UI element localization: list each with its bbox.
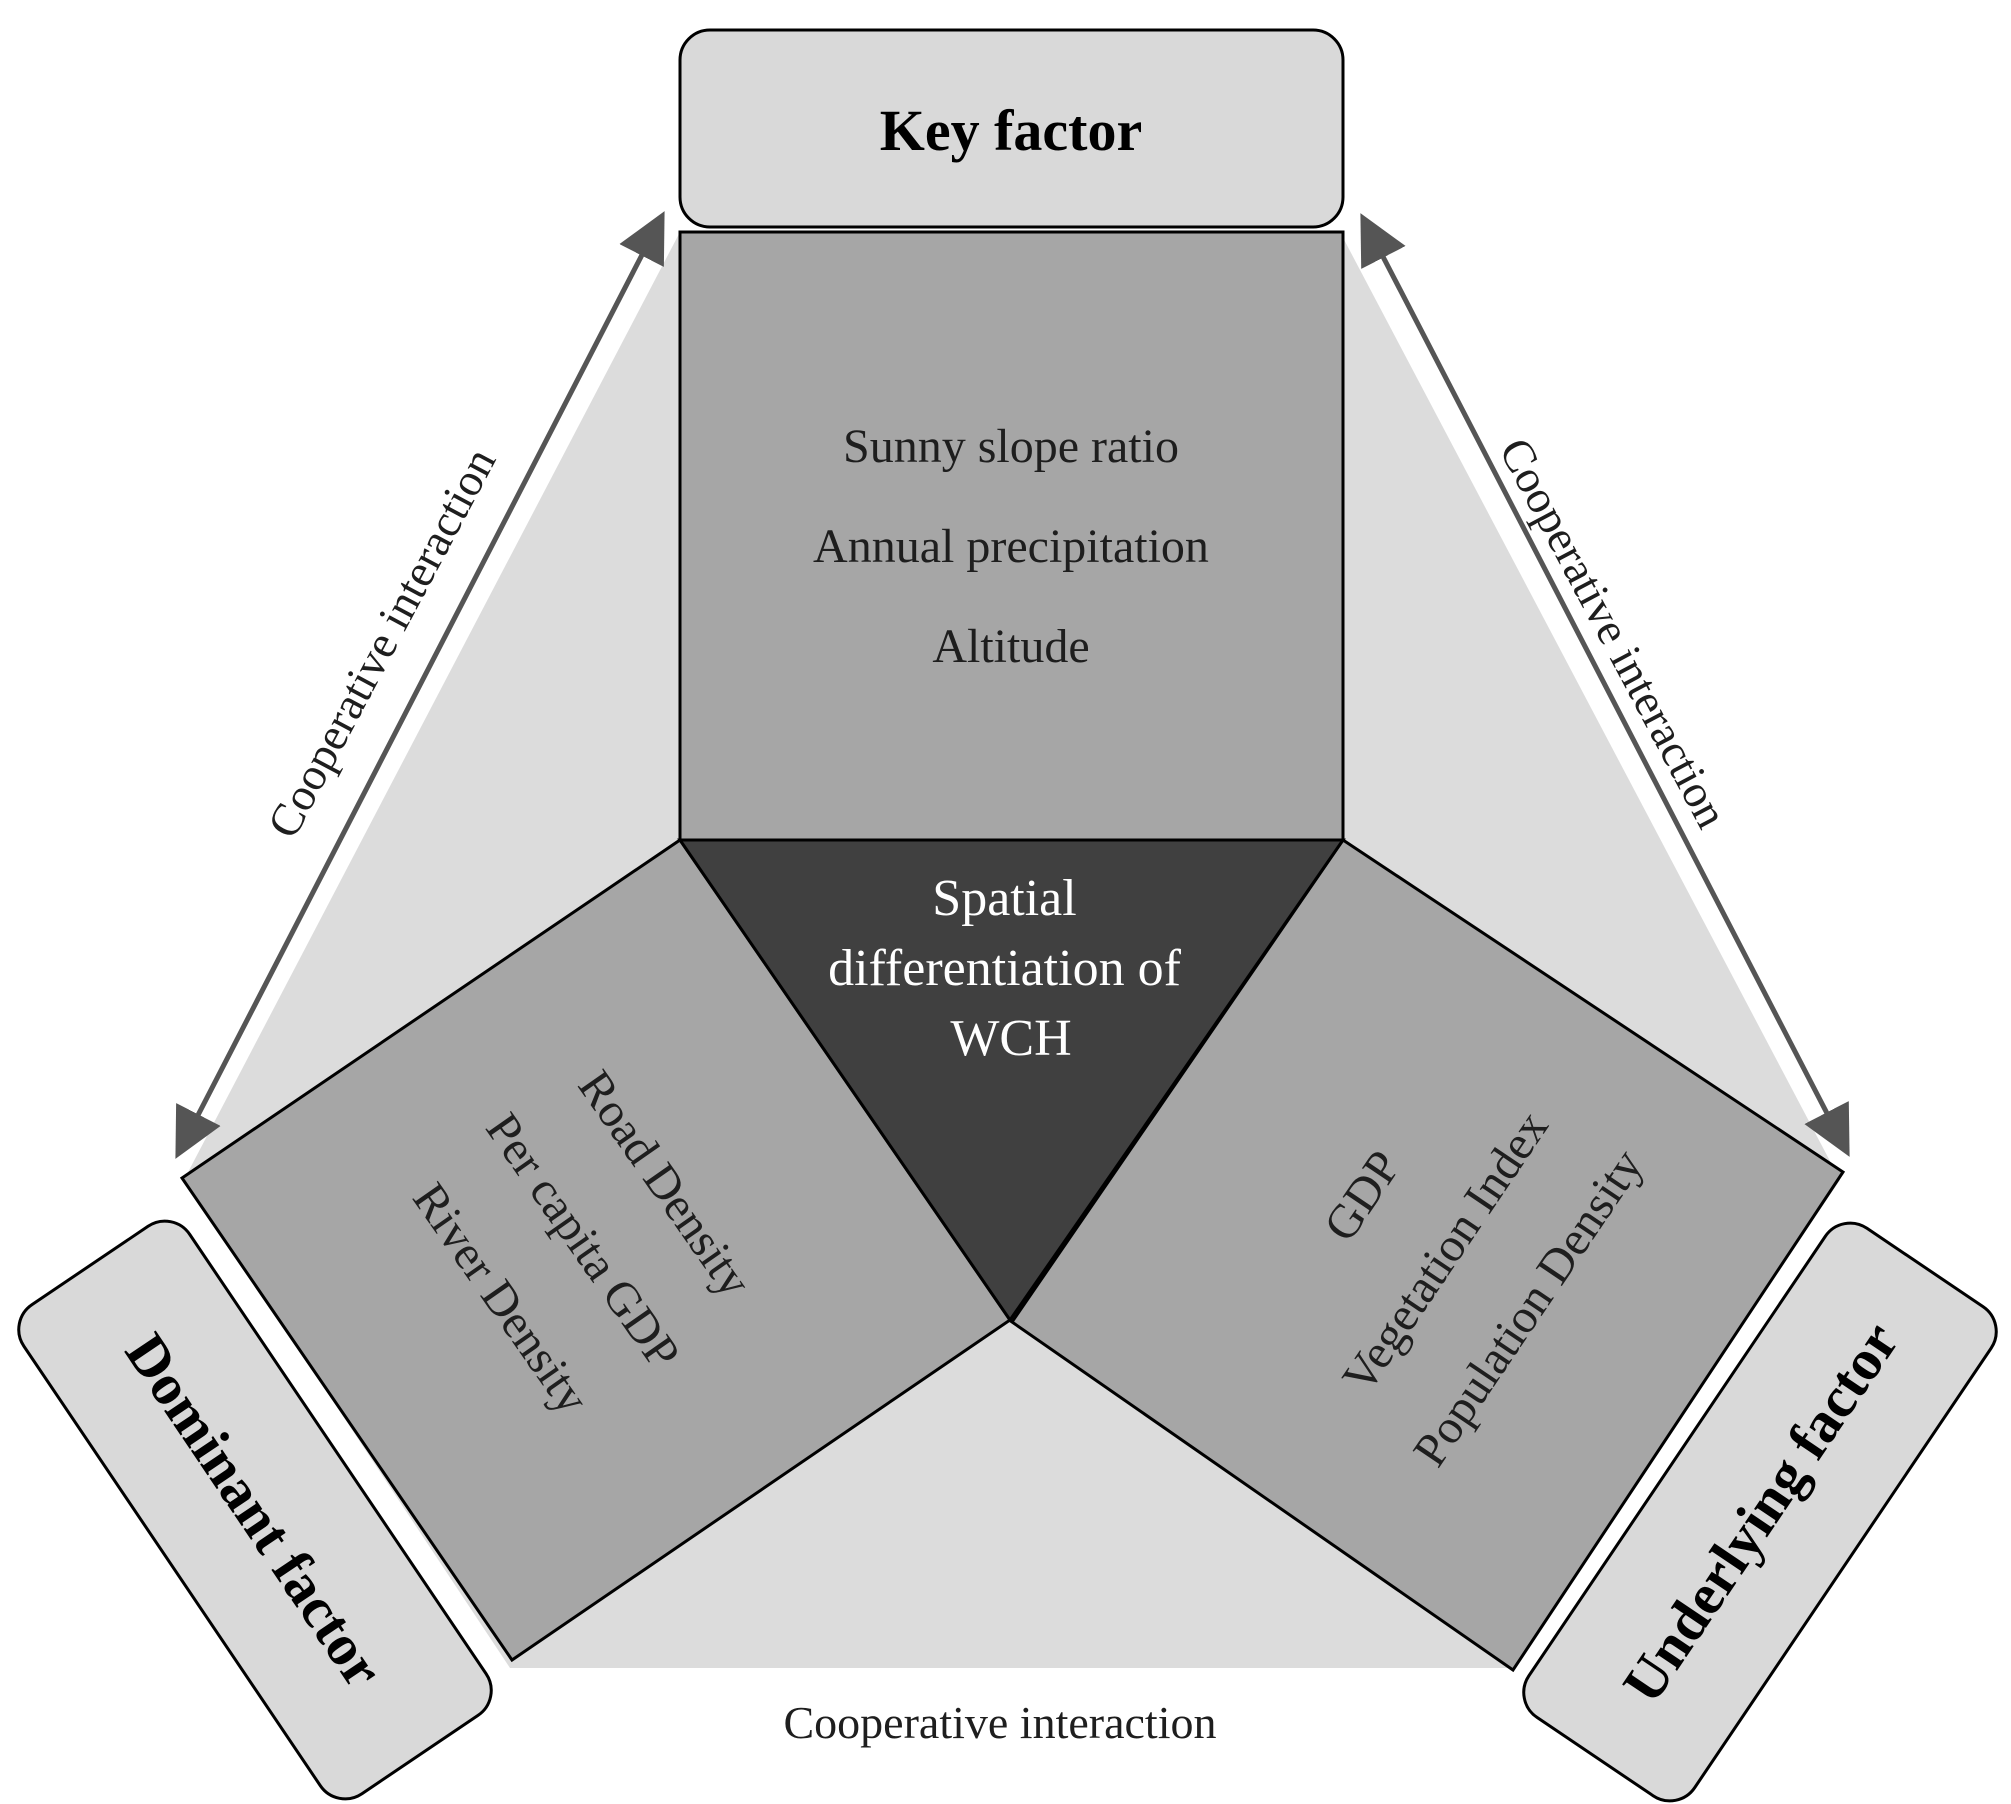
- center-triangle: [677, 838, 1346, 1323]
- key-factor-item-3: Altitude: [932, 620, 1089, 673]
- center-title: Spatial differentiation of WCH: [828, 870, 1194, 1067]
- center-line-1: Spatial: [932, 870, 1076, 927]
- center-line-3: WCH: [950, 1010, 1071, 1067]
- left-interaction-arrow: [175, 211, 665, 1159]
- right-interaction-arrow: [1360, 213, 1850, 1157]
- dominant-factor-box: [17, 1219, 493, 1801]
- key-factor-item-1: Sunny slope ratio: [843, 420, 1179, 473]
- key-factor-box: [678, 28, 1345, 229]
- underlying-factor-box: [1522, 1221, 1998, 1803]
- center-line-2: differentiation of: [828, 940, 1181, 997]
- key-factor-item-2: Annual precipitation: [813, 520, 1209, 573]
- key-factor-title: Key factor: [880, 98, 1142, 163]
- bottom-interaction-label: Cooperative interaction: [783, 1697, 1216, 1748]
